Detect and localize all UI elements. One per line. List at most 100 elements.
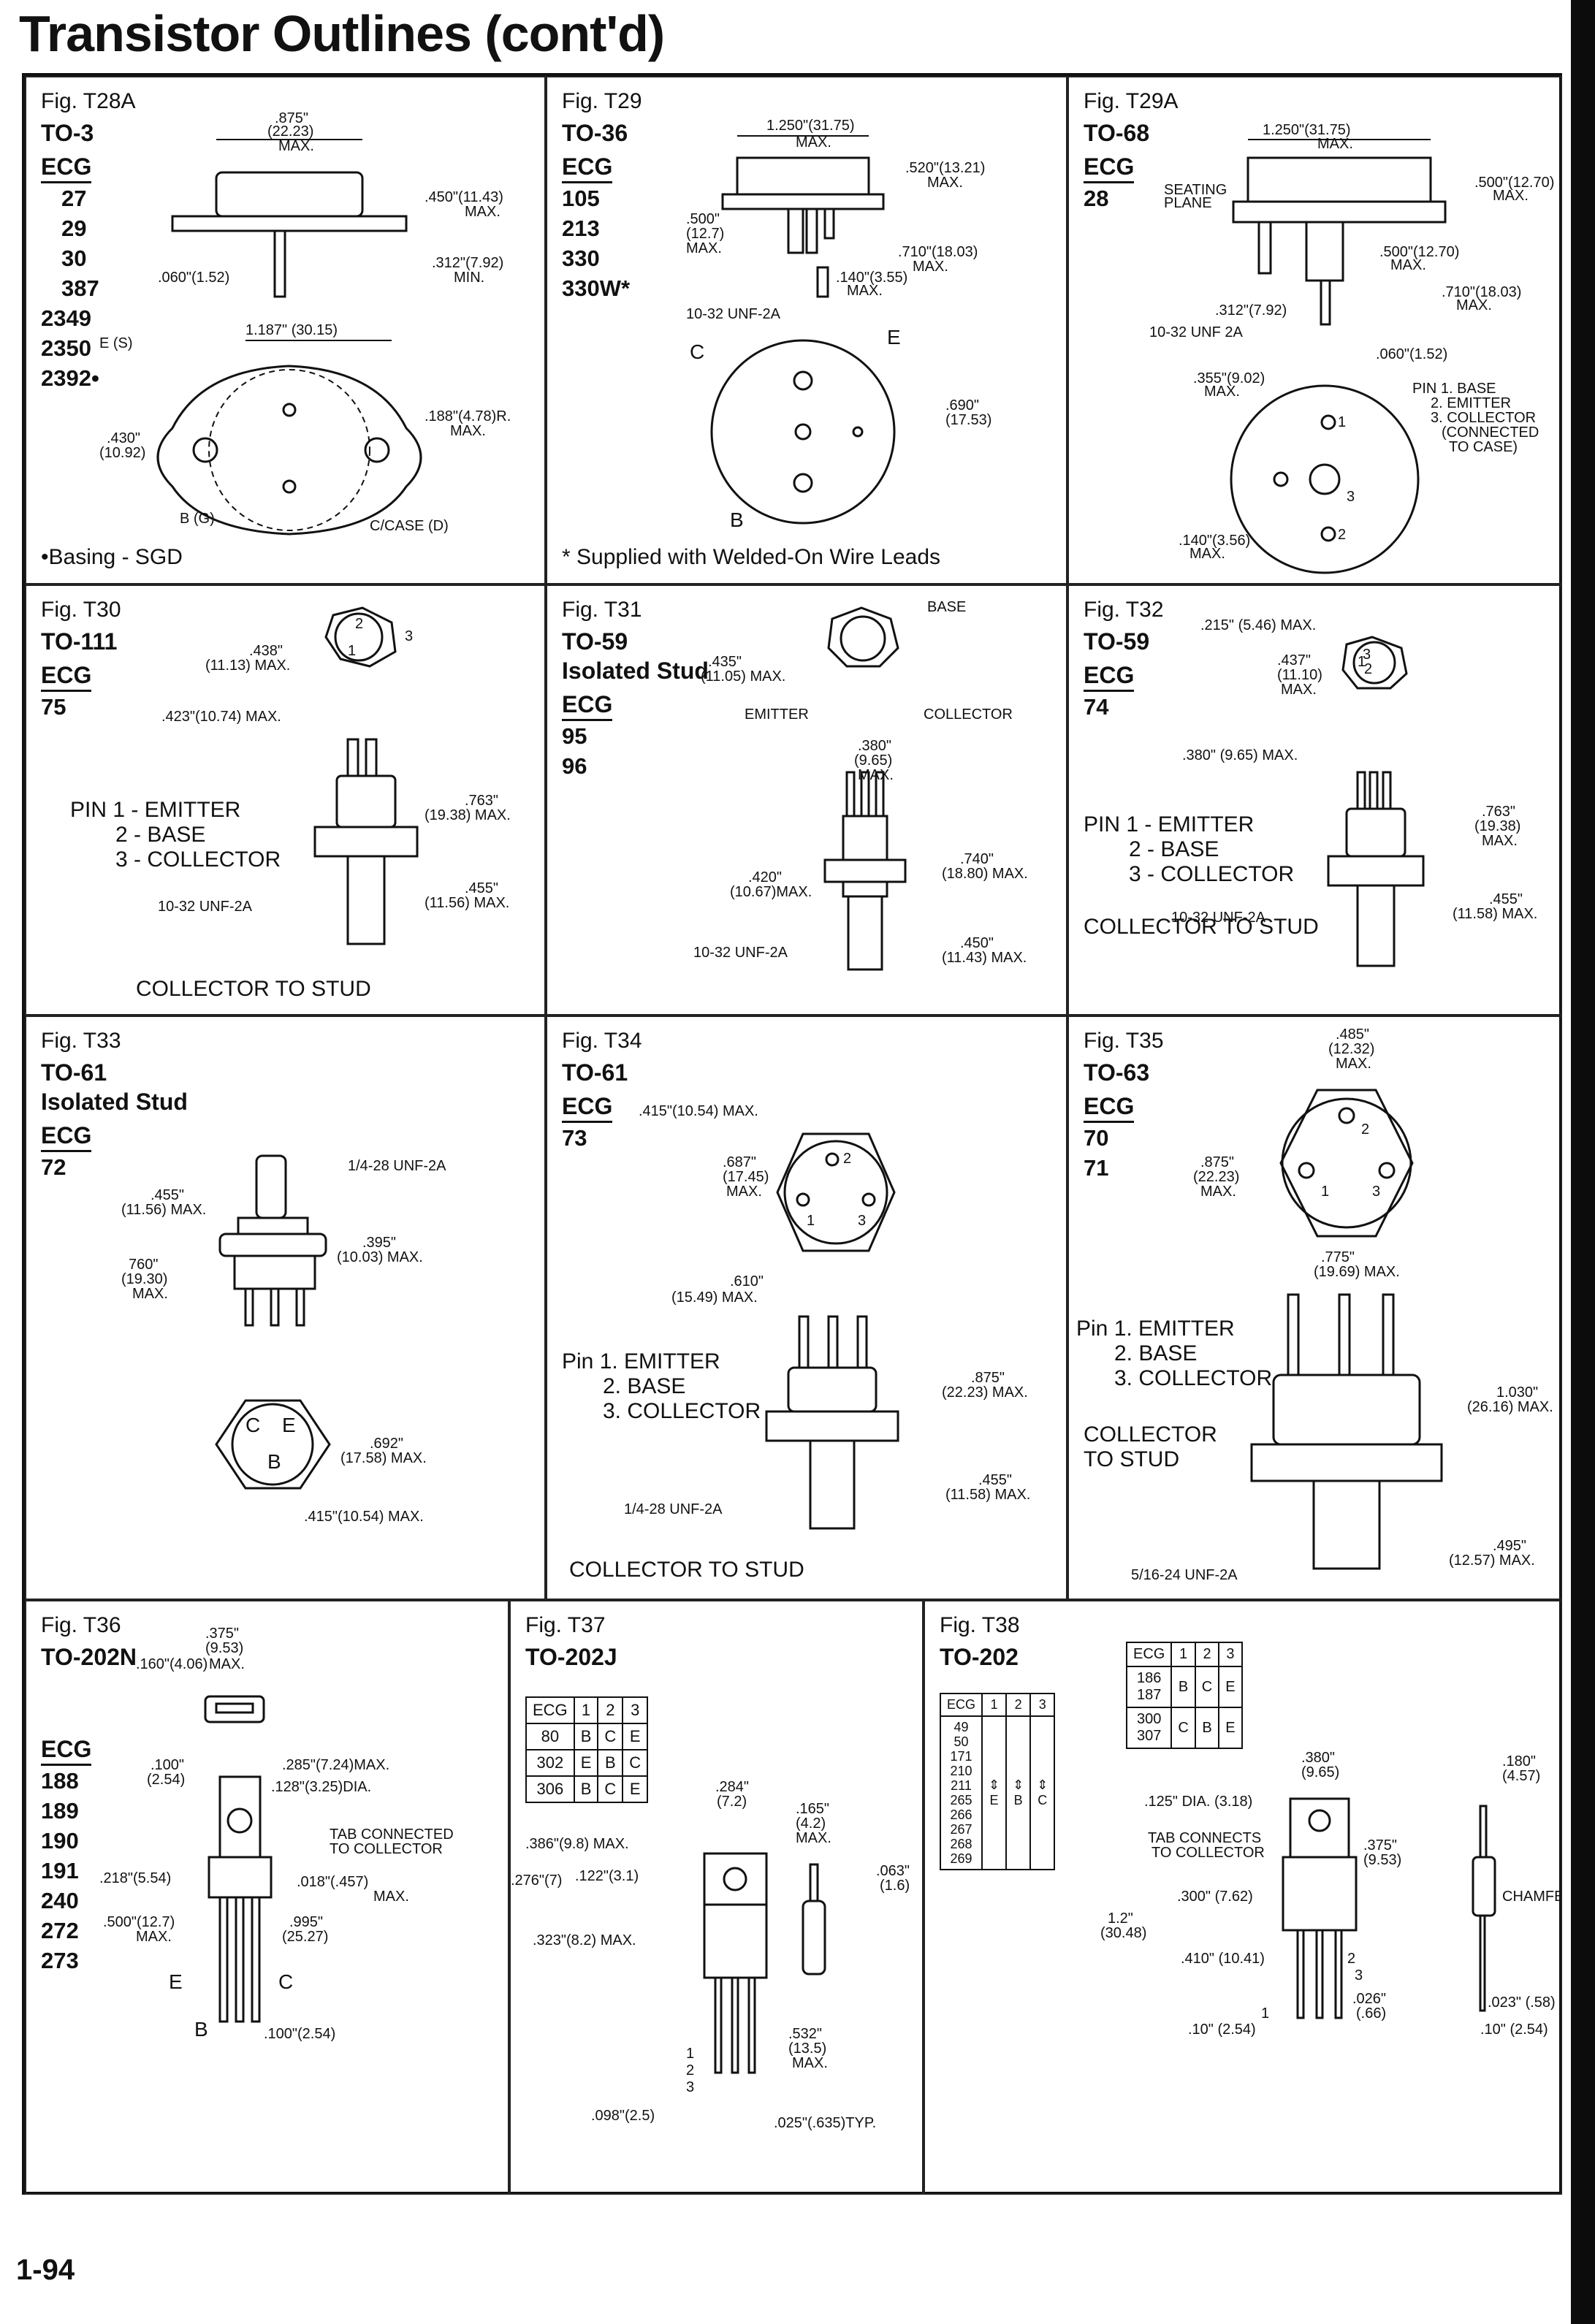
ecg-number: 272 [41, 1918, 79, 1943]
table-header: 1 [981, 1693, 1008, 1717]
dim-label: .026" [1352, 1991, 1386, 2007]
ecg-number: 74 [1084, 694, 1109, 720]
dim-label: MAX. [1200, 1184, 1236, 1200]
dim-label: MAX. [1204, 384, 1240, 400]
pin-number: 3 [1355, 1967, 1363, 1984]
dim-label: .500"(12.7) [103, 1914, 175, 1930]
dim-label: .610" [730, 1273, 764, 1289]
dim-label: .312"(7.92) [1215, 302, 1287, 319]
dim-label: .532" [788, 2026, 822, 2042]
figure-label: Fig. T36 [41, 1613, 121, 1637]
collector-note: COLLECTOR TO STUD [569, 1558, 804, 1582]
pin-item: PIN 1 - EMITTER [1084, 812, 1255, 837]
dim-label: (11.13) MAX. [205, 658, 290, 674]
dim-label: .380" [1301, 1750, 1335, 1766]
collector-note-line: COLLECTOR [1084, 1422, 1217, 1447]
collector-note: COLLECTOR TO STUD [1084, 1422, 1217, 1472]
package-info: TO-202J [525, 1642, 617, 1672]
ecg-number: 330 [562, 245, 600, 271]
dim-label: MAX. [209, 1656, 245, 1672]
dim-label: .455" [1489, 891, 1523, 907]
ecg-number: 273 [41, 1948, 79, 1973]
dim-label: .395" [362, 1235, 396, 1251]
dim-label: TAB CONNECTS [1148, 1830, 1261, 1846]
ecg-number: 105 [562, 186, 600, 211]
dim-label: (22.23) [1193, 1169, 1239, 1185]
dim-label: (9.53) [1363, 1852, 1401, 1868]
to61-outline-drawing: .415"(10.54) MAX. 2 1 3 .687" (17.45) MA… [624, 1103, 1030, 1530]
dim-label: 1.250"(31.75) [1263, 122, 1351, 138]
dim-label: MAX. [913, 259, 948, 275]
dim-label: CHAMFER [1502, 1889, 1562, 1905]
dim-label: .415"(10.54) MAX. [304, 1509, 424, 1525]
page-title: Transistor Outlines (cont'd) [19, 5, 665, 62]
dim-label: (13.5) [788, 2041, 826, 2057]
dim-label: .386"(9.8) MAX. [525, 1836, 629, 1852]
dim-label: .775" [1321, 1249, 1355, 1265]
pin-number: 3 [1347, 489, 1355, 505]
dim-label: 10-32 UNF-2A [686, 306, 781, 322]
dim-label: .520"(13.21) [905, 160, 985, 176]
pin-legend: TO CASE) [1449, 439, 1518, 455]
ecg-number: 2350 [41, 335, 91, 361]
ecg-number: 49 [953, 1720, 969, 1734]
dim-label: (12.32) [1328, 1041, 1374, 1057]
dim-label: MAX. [792, 2055, 828, 2071]
ecg-number: 72 [41, 1154, 66, 1180]
dim-label: .455" [151, 1187, 184, 1203]
collector-note-line: TO STUD [1084, 1447, 1180, 1471]
dim-label: MAX. [1189, 546, 1225, 562]
dim-label: MAX. [1390, 257, 1426, 273]
table-cell: 302 [525, 1749, 575, 1777]
dim-label: .375" [205, 1626, 239, 1642]
pin-item: Pin 1. EMITTER [1076, 1317, 1235, 1341]
ecg-list: 188 189 190 191 240 272 273 [41, 1766, 137, 1976]
table-cell: E [622, 1723, 649, 1750]
dim-label: 10-32 UNF-2A [693, 945, 788, 961]
dim-label: .284" [715, 1779, 749, 1795]
dim-label: (17.45) [723, 1169, 769, 1185]
dim-label: .485" [1336, 1026, 1369, 1043]
dim-label: MAX. [796, 134, 831, 151]
table-cell: C [597, 1775, 624, 1803]
pin-label: EMITTER [745, 706, 809, 723]
dim-label: .312"(7.92) [432, 255, 503, 271]
dim-label: (17.58) MAX. [340, 1450, 427, 1466]
pin-number: 1 [807, 1213, 815, 1229]
dim-label: MAX. [136, 1929, 172, 1945]
ecg-number: 30 [61, 245, 87, 271]
dim-label: MAX. [686, 240, 722, 256]
dim-label: .180" [1502, 1753, 1536, 1769]
dim-label: .060"(1.52) [1376, 346, 1447, 362]
dim-label: (11.58) MAX. [1453, 906, 1537, 922]
figure-label: Fig. T29A [1084, 89, 1179, 113]
pin-list: PIN 1 - EMITTER 2 - BASE 3 - COLLECTOR [70, 798, 281, 872]
ecg-number: 2349 [41, 305, 91, 331]
dim-label: (17.53) [945, 412, 991, 428]
figure-t38: Fig. T38 TO-202 ECG 1 2 3 186 187 B C E … [924, 1600, 1562, 2195]
dim-label: (19.69) MAX. [1314, 1264, 1400, 1280]
dim-label: .380" (9.65) MAX. [1182, 747, 1298, 763]
ecg-number: 2392• [41, 365, 99, 391]
pin-number: 2 [355, 616, 363, 632]
ecg-list: 70 71 [1084, 1123, 1149, 1183]
dim-label: SEATING [1164, 182, 1227, 198]
dim-label: (.66) [1356, 2005, 1386, 2022]
ecg-list: 27 29 30 387 2349 2350 2392• [41, 183, 99, 393]
pin-number: 2 [1338, 527, 1346, 543]
to68-outline-drawing: 1.250"(31.75) MAX. .500"(12.70) MAX. SEA… [1149, 122, 1554, 574]
ecg-list: 73 [562, 1123, 628, 1153]
dim-label: .380" [858, 738, 891, 754]
dim-label: .500"(12.70) [1474, 175, 1554, 191]
table-header: 1 [573, 1696, 599, 1724]
table-header: 2 [1005, 1693, 1032, 1717]
pin-item: Pin 1. EMITTER [562, 1349, 720, 1374]
table-header: 2 [597, 1696, 624, 1724]
table-header: 2 [1194, 1642, 1220, 1667]
pin-number: 2 [843, 1151, 851, 1167]
package-name: TO-61 [41, 1059, 107, 1086]
package-name: TO-202J [525, 1644, 617, 1670]
ecg-number: 50 [953, 1734, 969, 1749]
ecg-number: 213 [562, 216, 600, 241]
pin-item: 2. BASE [603, 1374, 686, 1398]
